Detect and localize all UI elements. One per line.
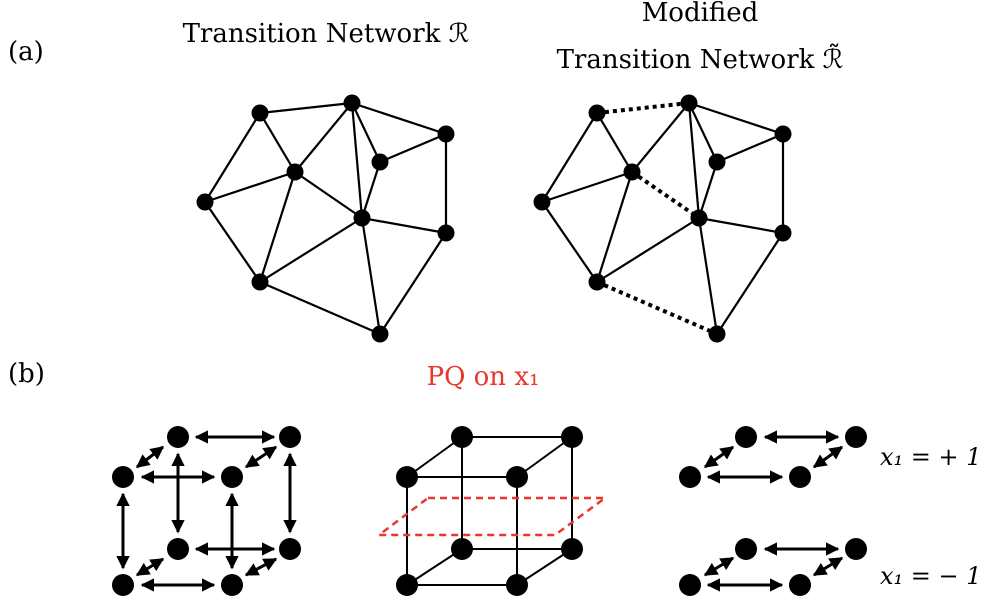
pq-cut-plane (375, 496, 609, 537)
modified-network-dotted-edges (596, 101, 718, 336)
arrow-cube-nodes (112, 426, 301, 596)
panel-a-label: (a) (8, 37, 44, 67)
split-top-square (703, 430, 844, 484)
eq-top-label: x₁ = + 1 (880, 443, 982, 471)
transition-network (204, 101, 448, 336)
eq-bottom-label: x₁ = − 1 (880, 562, 982, 590)
split-bottom-square (703, 542, 844, 592)
arrow-cube (116, 430, 297, 592)
plane-cube-nodes (396, 426, 583, 596)
transition-network-nodes (196, 94, 455, 343)
split-top-square-nodes (679, 426, 867, 488)
panel-b-label: (b) (8, 359, 45, 389)
pq-label: PQ on x₁ (427, 362, 540, 392)
left-network-title: Transition Network ℛ (183, 19, 470, 49)
right-network-title-line2: Transition Network ℛ̃ (557, 43, 844, 75)
modified-network-nodes (533, 94, 792, 343)
split-bottom-square-nodes (679, 538, 867, 596)
plane-cube (406, 436, 573, 586)
modified-network (541, 101, 785, 335)
right-network-title-line1: Modified (642, 0, 759, 28)
